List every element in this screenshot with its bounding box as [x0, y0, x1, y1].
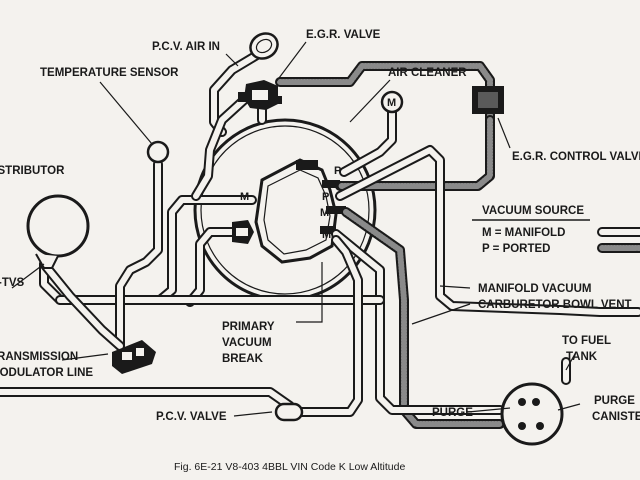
label-manifold-vacuum: MANIFOLD VACUUM [478, 283, 592, 295]
vacuum-source-legend-lines [597, 227, 640, 253]
leader-lines [11, 41, 590, 417]
label-tank: TANK [566, 351, 598, 363]
label-distributor: DISTRIBUTOR [0, 165, 65, 177]
label-vacuum-ported: P = PORTED [482, 243, 551, 255]
label-egr-valve: E.G.R. VALVE [306, 29, 381, 41]
labels: P.C.V. AIR IN E.G.R. VALVE TEMPERATURE S… [0, 29, 640, 423]
egr-control-valve [472, 86, 504, 114]
port-tag-ported-1: P [334, 165, 341, 177]
label-vacuum-source-title: VACUUM SOURCE [482, 205, 584, 217]
figure-caption: Fig. 6E-21 V8-403 4BBL VIN Code K Low Al… [174, 461, 405, 473]
label-vacuum: VACUUM [222, 337, 272, 349]
temperature-sensor [146, 140, 170, 164]
thermal-vacuum-switch-block [112, 340, 156, 374]
primary-vacuum-break [232, 220, 254, 244]
label-vacuum-manifold: M = MANIFOLD [482, 227, 565, 239]
carburetor-body [254, 158, 346, 264]
pcv-valve [274, 402, 304, 422]
label-modulator-line: MODULATOR LINE [0, 367, 93, 379]
label-to-fuel: TO FUEL [562, 335, 611, 347]
label-purge-canister-2: CANISTER [592, 411, 640, 423]
pcv-air-in-filter [249, 32, 279, 60]
label-primary: PRIMARY [222, 321, 275, 333]
port-tag-manifold-mid: M [320, 207, 329, 219]
label-pcv-air-in: P.C.V. AIR IN [152, 41, 220, 53]
label-break: BREAK [222, 353, 264, 365]
port-tag-manifold-gauge: M [387, 97, 396, 109]
label-pcv-valve: P.C.V. VALVE [156, 411, 227, 423]
label-egr-control-valve: E.G.R. CONTROL VALVE [512, 151, 640, 163]
manifold-gauge-fitting [380, 90, 404, 114]
label-transmission: TRANSMISSION [0, 351, 78, 363]
label-purge-canister-1: PURGE [594, 395, 635, 407]
port-tag-manifold-left: M [240, 191, 249, 203]
port-tags: P P M M M M [240, 97, 396, 241]
label-carburetor-bowl-vent: CARBURETOR BOWL VENT [478, 299, 632, 311]
label-temperature-sensor: TEMPERATURE SENSOR [40, 67, 179, 79]
port-tag-manifold-low: M [322, 229, 331, 241]
distributor [26, 194, 90, 269]
label-tvs: -TVS [0, 277, 25, 289]
label-air-cleaner: AIR CLEANER [388, 67, 467, 79]
port-tag-ported-2: P [322, 191, 329, 203]
egr-valve [238, 80, 282, 110]
label-purge: PURGE [432, 407, 473, 419]
purge-canister [500, 382, 564, 446]
